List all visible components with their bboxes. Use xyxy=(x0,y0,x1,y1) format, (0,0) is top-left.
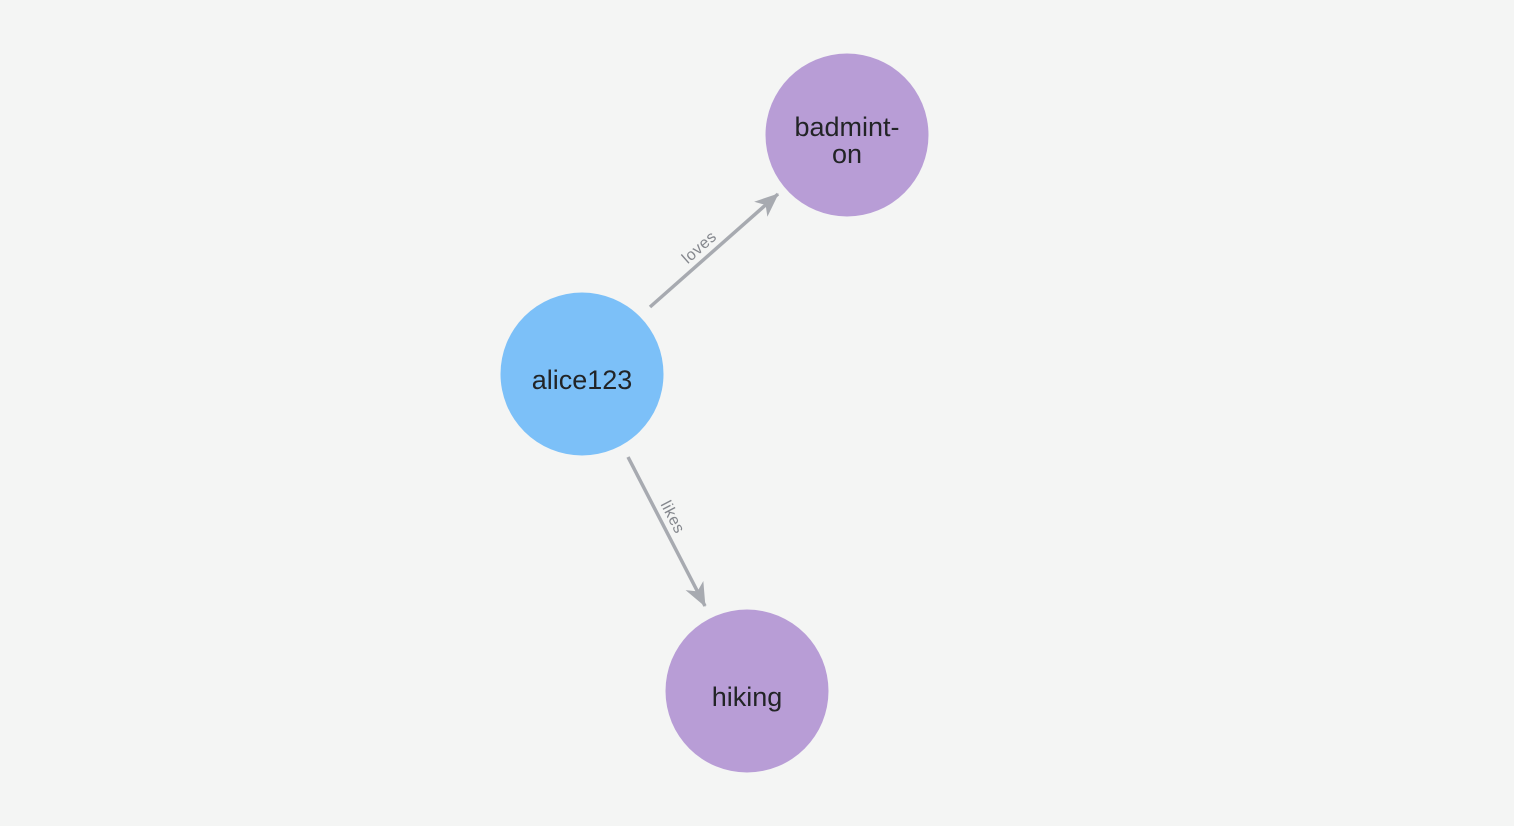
node-badminton: badmint- on xyxy=(765,53,929,217)
edge-line-likes[interactable] xyxy=(626,456,707,607)
node-alice123: alice123 xyxy=(500,292,664,456)
node-hiking: hiking xyxy=(665,609,829,773)
node-circle-hiking[interactable] xyxy=(665,609,829,773)
edge-line-loves[interactable] xyxy=(648,192,780,309)
node-circle-alice123[interactable] xyxy=(500,292,664,456)
node-circle-badminton[interactable] xyxy=(765,53,929,217)
